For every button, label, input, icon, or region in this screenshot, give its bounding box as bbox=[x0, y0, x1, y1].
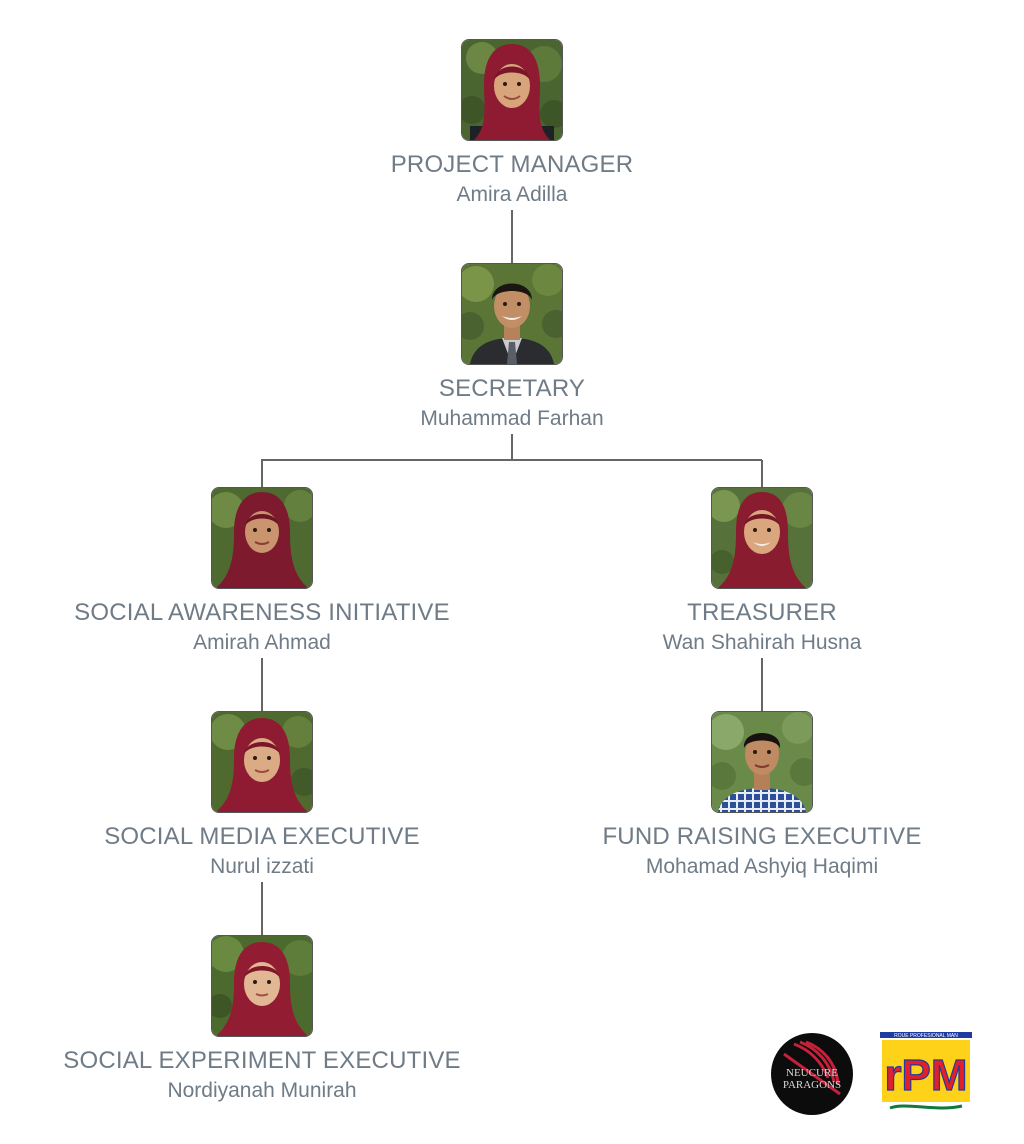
rpm-logo-header: ROUE PROFESIONAL MAN bbox=[894, 1033, 958, 1039]
secretary-name: Muhammad Farhan bbox=[420, 407, 604, 430]
treasurer-name: Wan Shahirah Husna bbox=[662, 631, 862, 654]
treasurer-photo bbox=[712, 488, 812, 588]
social-awareness-role: SOCIAL AWARENESS INITIATIVE bbox=[74, 599, 450, 626]
paragons-logo-line2: PARAGONS bbox=[783, 1079, 841, 1091]
fund-raising-role: FUND RAISING EXECUTIVE bbox=[602, 823, 922, 850]
social-media-name: Nurul izzati bbox=[210, 855, 314, 878]
social-media-role: SOCIAL MEDIA EXECUTIVE bbox=[104, 823, 420, 850]
social-experiment-name: Nordiyanah Munirah bbox=[167, 1079, 357, 1102]
treasurer-role: TREASURER bbox=[687, 599, 837, 626]
project-manager-photo bbox=[462, 40, 562, 140]
social-media-photo bbox=[212, 712, 312, 812]
fund-raising-name: Mohamad Ashyiq Haqimi bbox=[645, 855, 879, 878]
social-experiment-role: SOCIAL EXPERIMENT EXECUTIVE bbox=[63, 1047, 461, 1074]
social-experiment-photo bbox=[212, 936, 312, 1036]
project-manager-name: Amira Adilla bbox=[456, 183, 568, 206]
secretary-role: SECRETARY bbox=[438, 375, 586, 402]
fund-raising-photo bbox=[712, 712, 812, 812]
paragons-logo: NEUCURE PARAGONS bbox=[770, 1032, 854, 1121]
project-manager-role: PROJECT MANAGER bbox=[390, 151, 634, 178]
paragons-logo-line1: NEUCURE bbox=[786, 1067, 838, 1079]
secretary-photo bbox=[462, 264, 562, 364]
rpm-logo-mark: rPM bbox=[884, 1051, 967, 1100]
social-awareness-photo bbox=[212, 488, 312, 588]
social-awareness-name: Amirah Ahmad bbox=[193, 631, 331, 654]
rpm-logo: ROUE PROFESIONAL MAN rPM bbox=[876, 1028, 976, 1119]
